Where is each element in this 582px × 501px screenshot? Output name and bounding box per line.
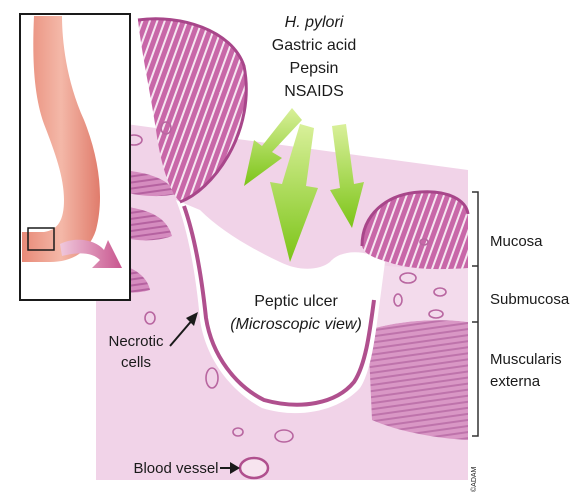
- cause-h-pylori: H. pylori: [285, 14, 344, 31]
- blood-vessel-label: Blood vessel: [133, 460, 218, 477]
- cause-gastric-acid: Gastric acid: [272, 37, 356, 54]
- cause-pepsin: Pepsin: [290, 60, 339, 77]
- credit-label: ©ADAM: [470, 466, 478, 492]
- necrotic-cells-label: cells: [121, 354, 151, 371]
- mucosa-label: Mucosa: [490, 233, 543, 250]
- submucosa-label: Submucosa: [490, 291, 570, 308]
- microscopic-view-label: (Microscopic view): [230, 316, 362, 333]
- cause-nsaids: NSAIDS: [284, 83, 344, 100]
- blood-vessel: [240, 458, 268, 478]
- peptic-ulcer-label: Peptic ulcer: [254, 293, 338, 310]
- externa-label: externa: [490, 373, 541, 390]
- muscularis-externa-right: [368, 320, 468, 440]
- stomach-inset: [20, 14, 130, 300]
- necrotic-label: Necrotic: [108, 333, 164, 350]
- muscularis-label: Muscularis: [490, 351, 562, 368]
- layer-brackets: [472, 192, 478, 436]
